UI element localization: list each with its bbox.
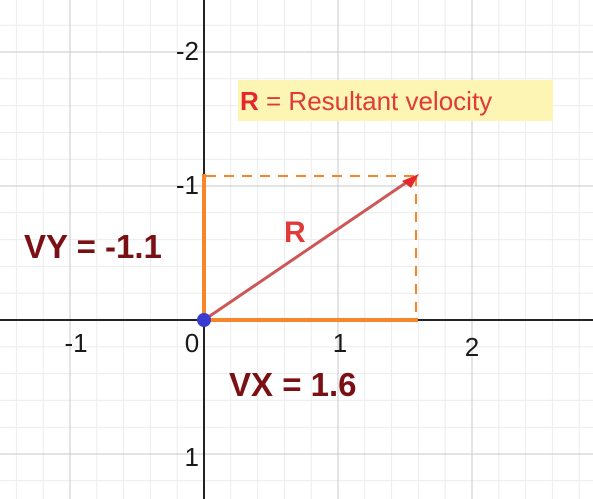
x-tick-2: 2 bbox=[465, 332, 479, 362]
x-tick-0: 0 bbox=[185, 328, 199, 358]
y-tick-neg1: -1 bbox=[176, 170, 199, 200]
vx-label: VX = 1.6 bbox=[229, 366, 357, 403]
legend-background bbox=[238, 80, 553, 121]
legend-text: = Resultant velocity bbox=[259, 86, 492, 116]
origin-point bbox=[197, 313, 211, 327]
resultant-vector bbox=[203, 178, 411, 322]
resultant-label: R bbox=[284, 216, 306, 249]
legend-symbol: R bbox=[240, 86, 259, 116]
resultant-arrowhead bbox=[402, 174, 419, 188]
y-tick-neg2: -2 bbox=[176, 36, 199, 66]
x-tick-neg1: -1 bbox=[64, 328, 87, 358]
x-tick-1: 1 bbox=[333, 328, 347, 358]
legend: R = Resultant velocity bbox=[240, 86, 492, 116]
y-tick-1: 1 bbox=[185, 442, 199, 472]
vy-label: VY = -1.1 bbox=[24, 228, 162, 265]
